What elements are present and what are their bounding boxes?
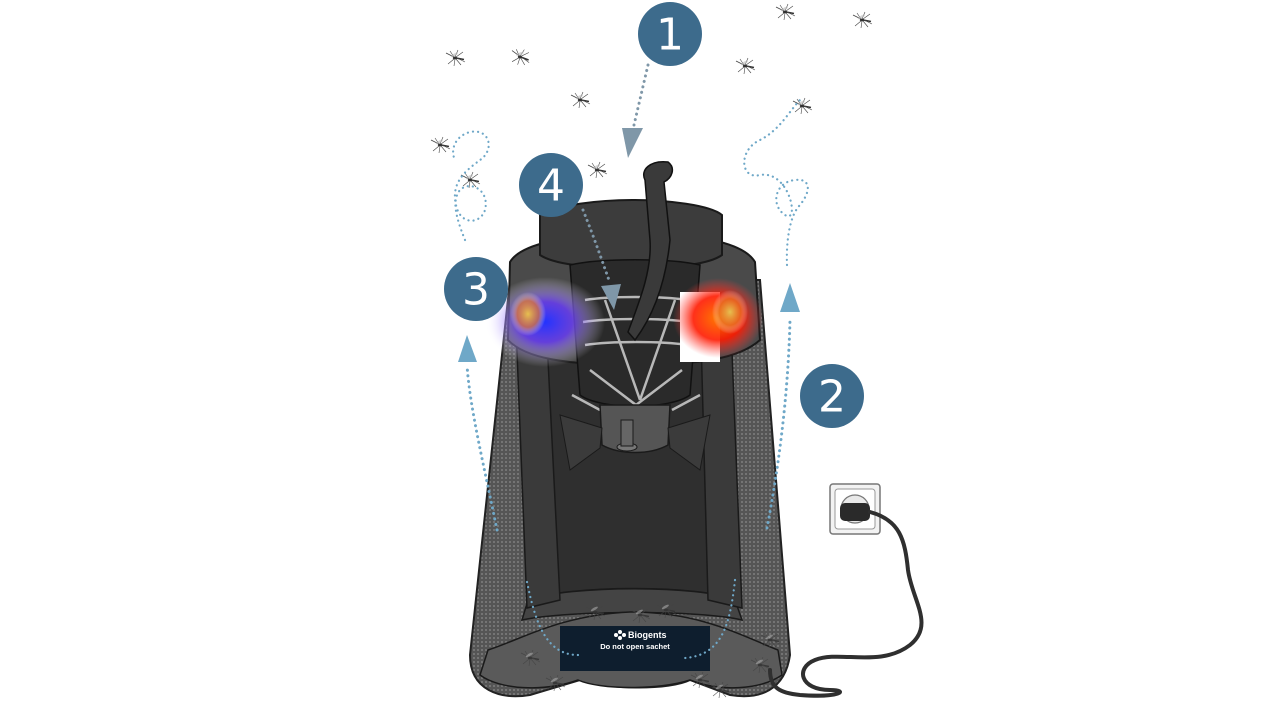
mosquito-icon: [852, 11, 873, 29]
step-badge-3: 3: [444, 257, 508, 321]
blue-light-icon: [485, 277, 605, 367]
step-badge-circle: [444, 257, 508, 321]
internal-airflow: [525, 578, 737, 660]
mosquito-icon: [735, 57, 756, 75]
step-badge-1: 1: [638, 2, 702, 66]
step-number: 1: [656, 10, 684, 61]
step-number: 3: [462, 265, 490, 316]
step-badge-circle: [638, 2, 702, 66]
mosquito-icon: [792, 97, 813, 115]
step-badge-circle: [519, 153, 583, 217]
mosquito-icon: [445, 49, 466, 67]
mosquito-icon: [430, 136, 451, 154]
step-badge-2: 2: [800, 364, 864, 428]
mosquito-icon: [587, 161, 608, 179]
step-badge-4: 4: [519, 153, 583, 217]
step-number: 4: [537, 161, 565, 212]
step-number: 2: [818, 372, 846, 423]
flight-paths: [452, 98, 809, 267]
power-plug-icon: [768, 503, 924, 698]
outflow-arrow-right: [765, 283, 800, 530]
fan-housing: [559, 404, 711, 471]
mosquito-icon: [570, 91, 591, 109]
outflow-arrow-left: [458, 335, 499, 532]
mosquito-trap: Biogents Do not open sachet: [468, 161, 792, 699]
biogents-logo-icon: [614, 630, 626, 640]
red-light-icon: [673, 278, 763, 362]
mosquito-icon: [775, 3, 796, 21]
sachet-label: Biogents Do not open sachet: [560, 626, 710, 671]
mosquito-icon: [508, 46, 533, 68]
suction-arrow: [622, 63, 650, 158]
intake-flap: [627, 161, 674, 342]
intake-arrow: [581, 208, 621, 310]
step-badge-circle: [800, 364, 864, 428]
mosquito-icon: [460, 171, 481, 189]
sachet-warning: Do not open sachet: [600, 642, 670, 651]
brand-name: Biogents: [628, 630, 667, 640]
